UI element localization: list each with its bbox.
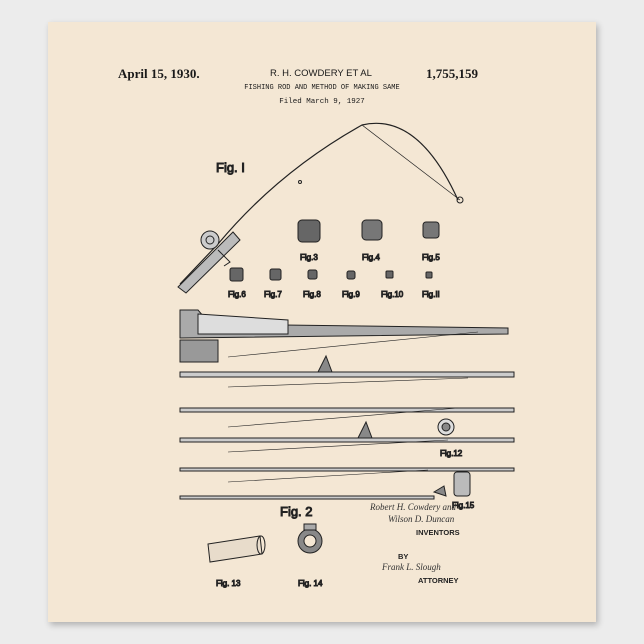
inventor-signature-1: Robert H. Cowdery and [370, 502, 456, 512]
fig-3-label: Fig.3 [300, 253, 318, 262]
fig-13-label: Fig. 13 [216, 579, 241, 588]
inventor-signature-2: Wilson D. Duncan [388, 514, 455, 524]
patent-poster: April 15, 1930. R. H. COWDERY ET AL 1,75… [48, 22, 596, 622]
fig-9-label: Fig.9 [342, 290, 360, 299]
fig-5-label: Fig.5 [422, 253, 440, 262]
rod-sections-drawing [179, 309, 515, 500]
fig-2-label: Fig. 2 [280, 504, 313, 519]
inventor-name: R. H. COWDERY ET AL [270, 68, 372, 79]
fig-15-label: Fig.15 [452, 501, 475, 510]
fig-14-label: Fig. 14 [298, 579, 323, 588]
fig-6-label: Fig.6 [228, 290, 246, 299]
fig-7-label: Fig.7 [264, 290, 282, 299]
fig-10-label: Fig.10 [381, 290, 404, 299]
patent-title: FISHING ROD AND METHOD OF MAKING SAME [244, 84, 400, 92]
fig-4-label: Fig.4 [362, 253, 380, 262]
patent-date: April 15, 1930. [118, 66, 200, 81]
attorney-signature: Frank L. Slough [382, 562, 441, 572]
patent-number: 1,755,159 [426, 66, 478, 81]
fig-1-label: Fig. I [216, 160, 245, 175]
fig-12-label: Fig.12 [440, 449, 463, 458]
filed-date: Filed March 9, 1927 [279, 98, 365, 106]
inventors-label: INVENTORS [416, 528, 460, 537]
patent-drawing: Fig. I Fig.3 Fig.4 Fig.5 Fig.6 Fig.7 Fig… [177, 122, 515, 589]
attorney-label: ATTORNEY [418, 576, 459, 585]
fishing-rod-drawing [177, 122, 464, 294]
fig-8-label: Fig.8 [303, 290, 321, 299]
by-label: BY [398, 552, 409, 561]
fig-11-label: Fig.II [422, 290, 440, 299]
